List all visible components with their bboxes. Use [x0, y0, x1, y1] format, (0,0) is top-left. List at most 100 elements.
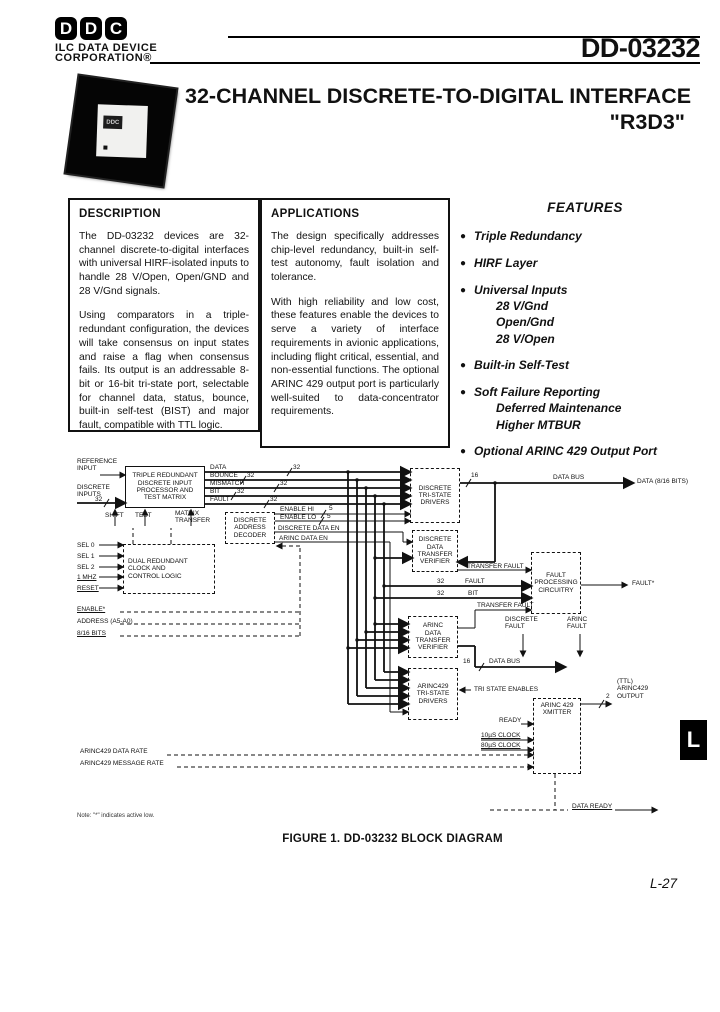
- label-test: TEST: [135, 512, 152, 519]
- box-arinc-data-transfer-verifier: ARINC DATA TRANSFER VERIFIER: [408, 616, 458, 658]
- label-bus-width-32: 32: [437, 578, 445, 585]
- box-arinc429-xmitter: ARINC 429 XMITTER: [533, 698, 581, 774]
- label-sel2: SEL 2: [77, 564, 95, 571]
- label-bus-width-16: 16: [463, 658, 471, 665]
- chip-photo: DDC: [65, 75, 177, 187]
- label-arinc429-output: (TTL) ARINC429 OUTPUT: [617, 678, 649, 700]
- label-bus-width-32: 32: [237, 488, 245, 495]
- label-fault-output: FAULT*: [632, 580, 655, 587]
- feature-item: ● Triple Redundancy: [460, 229, 710, 244]
- label-discrete-inputs: DISCRETE INPUTS: [77, 484, 110, 499]
- label-data-output: DATA (8/16 BITS): [637, 478, 689, 485]
- label-fault-signal: FAULT: [465, 578, 485, 585]
- ddc-logo: D D C: [55, 17, 127, 40]
- description-section: DESCRIPTION The DD-03232 devices are 32-…: [68, 198, 260, 432]
- part-number: DD-03232: [580, 33, 701, 63]
- applications-paragraph: With high reliability and low cost, thes…: [271, 296, 439, 418]
- label-arinc429-message-rate: ARINC429 MESSAGE RATE: [80, 760, 164, 767]
- box-arinc429-tristate-drivers: ARINC429 TRI-STATE DRIVERS: [408, 668, 458, 720]
- bullet-icon: ●: [460, 360, 467, 372]
- active-low-note: Note: "*" indicates active low.: [77, 813, 155, 819]
- chip-cavity: DDC: [96, 104, 148, 158]
- label-reset: RESET: [77, 585, 99, 592]
- description-paragraph: The DD-03232 devices are 32-channel disc…: [79, 231, 249, 297]
- header-rule-bottom: [150, 62, 700, 64]
- chip-die-label: DDC: [103, 115, 123, 130]
- label-matrix-transfer: MATRIX TRANSFER: [175, 510, 211, 525]
- box-discrete-tristate-drivers: DISCRETE TRI-STATE DRIVERS: [410, 468, 460, 523]
- logo-letter-icon: D: [55, 17, 77, 40]
- label-80us-clock: 80µS CLOCK: [481, 742, 521, 749]
- label-10us-clock: 10µS CLOCK: [481, 732, 521, 739]
- label-enable-active-low: ENABLE*: [77, 606, 106, 613]
- title-line2: "R3D3": [609, 110, 685, 134]
- features-heading: FEATURES: [547, 200, 623, 215]
- bullet-icon: ●: [460, 231, 467, 242]
- label-bus-width-32: 32: [95, 496, 103, 503]
- box-discrete-data-transfer-verifier: DISCRETE DATA TRANSFER VERIFIER: [412, 530, 458, 572]
- label-sel1: SEL 1: [77, 553, 95, 560]
- label-transfer-fault: TRANSFER FAULT: [477, 602, 534, 609]
- company-name-line1: ILC DATA DEVICE: [55, 42, 158, 54]
- figure-caption: FIGURE 1. DD-03232 BLOCK DIAGRAM: [282, 833, 503, 845]
- box-fault-processing-circuitry: FAULT PROCESSING CIRCUITRY: [531, 552, 581, 614]
- label-bus-width-32: 32: [280, 480, 288, 487]
- feature-label: Optional ARINC 429 Output Port: [474, 443, 657, 458]
- section-tab: L: [680, 720, 707, 760]
- bullet-icon: ●: [460, 285, 467, 296]
- document-title: 32-CHANNEL DISCRETE-TO-DIGITAL INTERFACE…: [185, 84, 692, 135]
- feature-label: Triple Redundancy: [474, 229, 582, 243]
- label-shift: SHIFT: [105, 512, 124, 519]
- label-bus-width-5: 5: [329, 505, 333, 512]
- applications-paragraph: The design specifically addresses chip-l…: [271, 231, 439, 284]
- feature-subitem: Open/Gnd: [496, 315, 555, 330]
- feature-subitem: 28 V/Gnd: [496, 299, 549, 313]
- label-bus-bounce: BOUNCE: [210, 472, 238, 479]
- label-bit-signal: BIT: [468, 590, 479, 597]
- label-arinc-fault: ARINC FAULT: [567, 616, 588, 631]
- header-rule-top: [228, 36, 700, 38]
- applications-heading: APPLICATIONS: [271, 208, 360, 220]
- box-triple-redundant-processor: TRIPLE REDUNDANT DISCRETE INPUT PROCESSO…: [125, 466, 205, 508]
- label-transfer-fault: TRANSFER FAULT: [467, 563, 524, 570]
- label-data-bus: DATA BUS: [489, 658, 521, 665]
- features-section: FEATURES ● Triple Redundancy ● HIRF Laye…: [460, 200, 710, 471]
- page-number: L-27: [650, 876, 678, 891]
- title-line1: 32-CHANNEL DISCRETE-TO-DIGITAL INTERFACE: [185, 84, 692, 108]
- label-1mhz: 1 MHZ: [77, 574, 97, 581]
- description-paragraph: Using comparators in a triple-redundant …: [79, 310, 249, 431]
- label-enable-hi: ENABLE HI: [280, 506, 314, 513]
- bullet-icon: ●: [460, 445, 467, 457]
- feature-label: Built-in Self-Test: [474, 358, 569, 373]
- description-heading: DESCRIPTION: [79, 208, 161, 220]
- feature-subitem: Higher MTBUR: [496, 417, 581, 432]
- label-8-16-bits: 8/16 BITS: [77, 630, 106, 637]
- label-ready: READY: [499, 717, 522, 724]
- box-discrete-address-decoder: DISCRETE ADDRESS DECODER: [225, 512, 275, 544]
- label-tri-state-enables: TRI STATE ENABLES: [474, 686, 539, 693]
- label-data-ready: DATA READY: [572, 803, 613, 810]
- company-name-line2: CORPORATION®: [55, 52, 152, 64]
- bullet-icon: ●: [460, 258, 467, 269]
- label-bus-width-16: 16: [471, 472, 479, 479]
- label-bus-data: DATA: [210, 464, 227, 471]
- label-address-a5-a0: ADDRESS (A5-A0): [77, 618, 133, 625]
- feature-item: ● Universal Inputs 28 V/Gnd Open/Gnd 28 …: [460, 283, 710, 346]
- diagram-wiring: [77, 465, 659, 814]
- label-enable-lo: ENABLE LO: [280, 514, 317, 521]
- label-bus-width-32: 32: [270, 496, 278, 503]
- feature-label: Universal Inputs: [474, 283, 568, 297]
- label-reference-input: REFERENCE INPUT: [77, 458, 118, 473]
- label-bus-width-5: 5: [327, 513, 331, 520]
- label-bus-width-2: 2: [606, 693, 610, 700]
- label-bus-bit: BIT: [210, 488, 221, 495]
- feature-item: ● HIRF Layer: [460, 256, 710, 271]
- label-bus-width-32: 32: [437, 590, 445, 597]
- label-discrete-fault: DISCRETE FAULT: [505, 616, 538, 631]
- feature-item: ● Soft Failure Reporting Deferred Mainte…: [460, 385, 710, 432]
- applications-section: APPLICATIONS The design specifically add…: [260, 198, 450, 448]
- label-bus-mismatch: MISMATCH: [210, 480, 245, 487]
- feature-item: ● Built-in Self-Test: [460, 358, 710, 373]
- bullet-icon: ●: [460, 387, 467, 399]
